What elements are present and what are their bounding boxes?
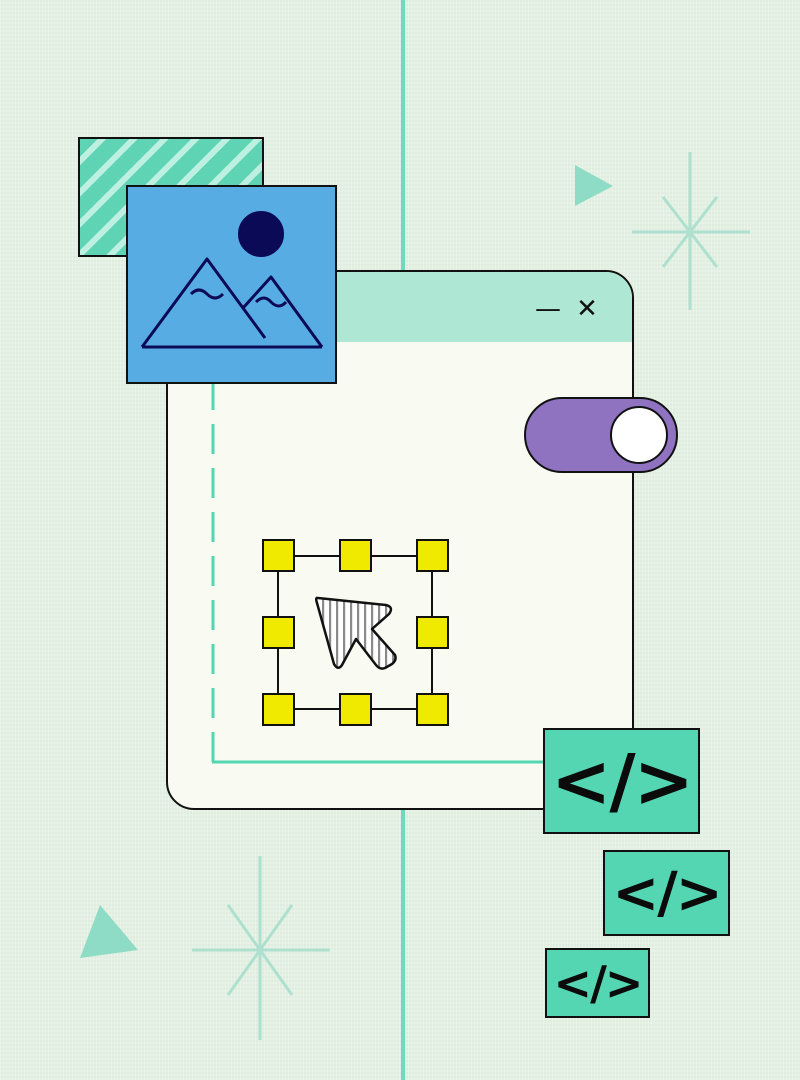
code-icon: </> [543, 728, 700, 834]
toggle-knob[interactable] [610, 406, 668, 464]
image-icon [126, 185, 337, 384]
code-icon: </> [545, 948, 650, 1018]
sparkle-icon [192, 856, 330, 1040]
guide-line-top [401, 0, 405, 270]
sparkle-icon [632, 152, 750, 310]
triangle-icon [80, 905, 138, 958]
guide-line-bottom [401, 810, 405, 1080]
content-guide [211, 380, 546, 764]
code-icon: </> [603, 850, 730, 936]
minimize-icon[interactable]: — [535, 294, 561, 324]
close-icon[interactable]: ✕ [576, 294, 598, 324]
sun-icon [238, 211, 284, 257]
triangle-icon [575, 165, 613, 206]
toggle-switch[interactable] [524, 397, 678, 473]
mountains-icon [140, 257, 324, 349]
